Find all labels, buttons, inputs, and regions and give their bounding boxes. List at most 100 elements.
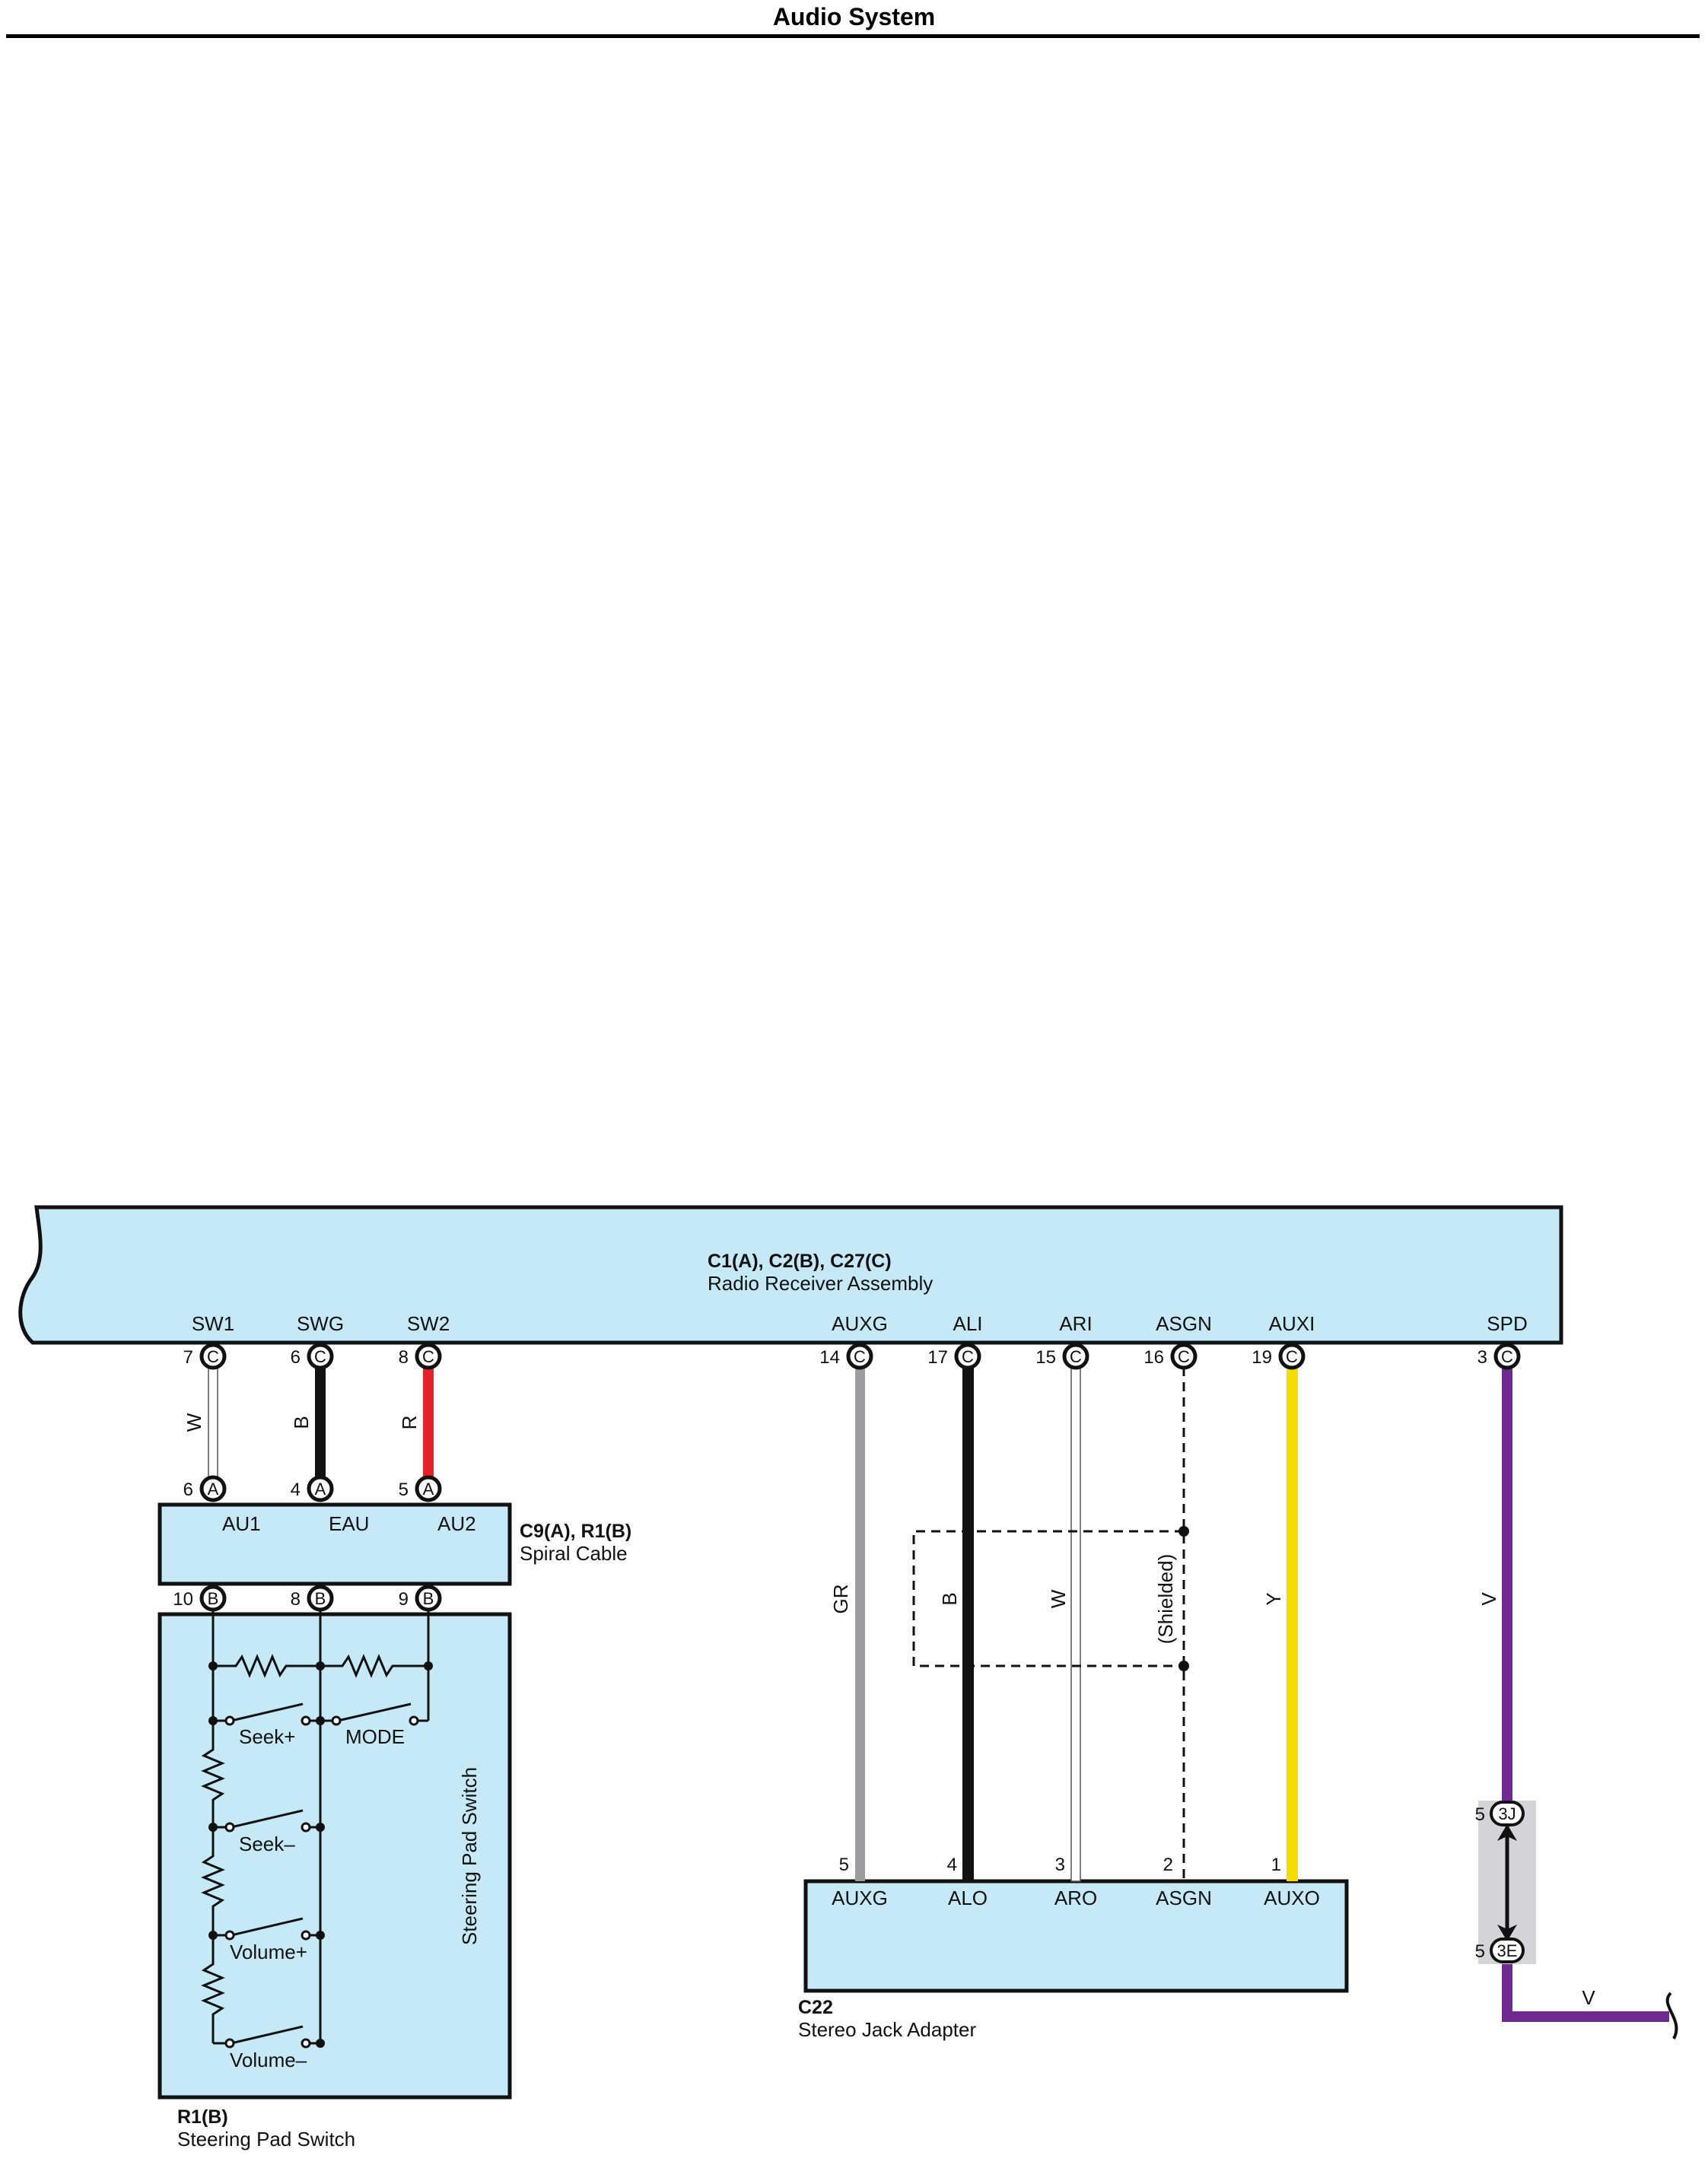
svg-text:B: B (208, 1589, 219, 1608)
svg-text:C: C (1286, 1347, 1298, 1366)
jack-terminal-aro: ARO (1054, 1887, 1097, 1909)
terminal-label-sw2: SW2 (407, 1312, 450, 1335)
terminal-label-spd: SPD (1487, 1312, 1527, 1335)
connector-au2-bottom: B 9 (399, 1585, 442, 1612)
wire-sw2 (423, 1367, 434, 1483)
steering-connector-id: R1(B) (177, 2106, 228, 2128)
wire-auxg (855, 1367, 865, 1881)
terminal-label-swg: SWG (297, 1312, 344, 1335)
svg-text:C: C (1178, 1347, 1190, 1366)
spiral-cable: AU1 EAU AU2 C9(A), R1(B) Spiral Cable (157, 1502, 631, 1586)
wire-code-spd: V (1477, 1592, 1500, 1606)
spiral-terminal-au1: AU1 (222, 1512, 261, 1535)
junction-pill-top (1490, 1801, 1525, 1826)
svg-text:C: C (207, 1347, 219, 1366)
wire-code-sw2: R (398, 1416, 421, 1430)
jack-pin-5: 5 (839, 1855, 849, 1875)
wire-code-sw1: W (183, 1413, 205, 1432)
jack-terminal-asgn: ASGN (1156, 1887, 1212, 1909)
junction-arrow-up (1497, 1824, 1517, 1841)
wire-spd-lower (1502, 1959, 1512, 2021)
svg-text:B: B (315, 1589, 326, 1608)
jack-pin-2: 2 (1163, 1855, 1173, 1875)
wire-sw1 (208, 1366, 218, 1484)
switch-label-seek-minus: Seek– (239, 1833, 295, 1855)
title-rule (6, 34, 1700, 38)
wire-code-ali: B (938, 1592, 961, 1605)
radio-connector-ids: C1(A), C2(B), C27(C) (708, 1251, 892, 1272)
radio-connector-circles: C 7 C 6 C 8 C 14 C 17 C 15 (183, 1343, 1521, 1370)
resistor-1 (213, 1654, 320, 1678)
resistor-5 (201, 1935, 225, 2043)
wires (208, 1366, 1678, 2039)
svg-text:C: C (1070, 1347, 1082, 1366)
terminal-label-ari: ARI (1059, 1312, 1092, 1335)
junction-conn-bottom: 3E (1497, 1941, 1518, 1960)
connector-au1-top: A 6 (183, 1475, 227, 1502)
spiral-connector-ids: C9(A), R1(B) (520, 1521, 631, 1542)
junction-conn-top: 3J (1498, 1804, 1516, 1823)
switch-label-mode: MODE (345, 1725, 405, 1748)
svg-text:9: 9 (399, 1589, 409, 1610)
shield-outline (912, 1530, 1184, 1667)
shield-node-top (1178, 1526, 1189, 1537)
resistor-4 (201, 1827, 225, 1935)
svg-text:C: C (962, 1347, 974, 1366)
connector-sw2: C 8 (399, 1343, 442, 1370)
connector-swg: C 6 (291, 1343, 334, 1370)
steering-pad-box (157, 1612, 512, 2100)
wire-ali (962, 1367, 974, 1881)
svg-text:8: 8 (399, 1347, 409, 1368)
junction-pill-bottom (1490, 1938, 1525, 1963)
wire-code-auxg: GR (829, 1585, 852, 1614)
svg-text:C: C (1501, 1347, 1513, 1366)
junction-arrow-down (1497, 1925, 1517, 1941)
jack-terminal-auxg: AUXG (832, 1887, 888, 1909)
svg-text:16: 16 (1143, 1347, 1164, 1368)
spiral-name: Spiral Cable (520, 1542, 628, 1565)
connector-ali: C 17 (927, 1343, 981, 1370)
switch-label-volume-minus: Volume– (230, 2049, 307, 2071)
svg-text:C: C (854, 1347, 866, 1366)
connector-au2-top: A 5 (399, 1475, 442, 1502)
svg-text:4: 4 (291, 1480, 301, 1500)
terminal-label-auxi: AUXI (1269, 1312, 1315, 1335)
connector-au1-bottom: B 10 (173, 1585, 227, 1612)
wire-swg (315, 1367, 326, 1483)
connector-ari: C 15 (1035, 1343, 1089, 1370)
junction-pin-top: 5 (1475, 1804, 1485, 1825)
svg-text:8: 8 (291, 1589, 301, 1610)
jack-terminal-auxo: AUXO (1264, 1887, 1320, 1909)
connector-spd: C 3 (1477, 1343, 1521, 1370)
svg-text:17: 17 (927, 1347, 948, 1368)
wire-spd-upper (1502, 1367, 1512, 1806)
connector-eau-top: A 4 (291, 1475, 334, 1502)
connector-sw1: C 7 (183, 1343, 227, 1370)
terminal-label-sw1: SW1 (192, 1312, 234, 1335)
svg-text:B: B (423, 1589, 434, 1608)
stereo-jack-adapter: AUXG ALO ARO ASGN AUXO 5 4 3 2 1 C22 Ste… (798, 1855, 1349, 2041)
wire-code-auxi: Y (1262, 1592, 1285, 1605)
wire-ari (1070, 1366, 1081, 1882)
spiral-terminal-au2: AU2 (437, 1512, 476, 1535)
svg-text:15: 15 (1035, 1347, 1056, 1368)
svg-text:7: 7 (183, 1347, 193, 1368)
jack-terminal-alo: ALO (948, 1887, 988, 1909)
svg-text:A: A (208, 1480, 219, 1499)
wire-break-symbol (1665, 1992, 1678, 2039)
wire-code-spd-out: V (1582, 1986, 1595, 2009)
resistor-2 (320, 1654, 428, 1678)
spiral-connector-circles: A 6 A 4 A 5 B 10 B 8 B 9 (173, 1475, 442, 1612)
wire-spd-horizontal (1502, 2011, 1669, 2022)
wire-code-ari: W (1047, 1589, 1070, 1608)
radio-name: Radio Receiver Assembly (708, 1272, 933, 1295)
steering-name: Steering Pad Switch (177, 2128, 355, 2151)
svg-text:A: A (315, 1480, 326, 1499)
wire-code-asgn: (Shielded) (1154, 1554, 1177, 1645)
steering-circuit-nodes (208, 1661, 433, 2048)
connector-auxg: C 14 (819, 1343, 873, 1370)
wire-color-codes: W B R GR B W (Shielded) Y V V (183, 1413, 1595, 2009)
shield-node-bottom (1178, 1661, 1189, 1671)
steering-pad-switch: Steering Pad Switch R1(B) Steering Pad S… (157, 1611, 512, 2151)
